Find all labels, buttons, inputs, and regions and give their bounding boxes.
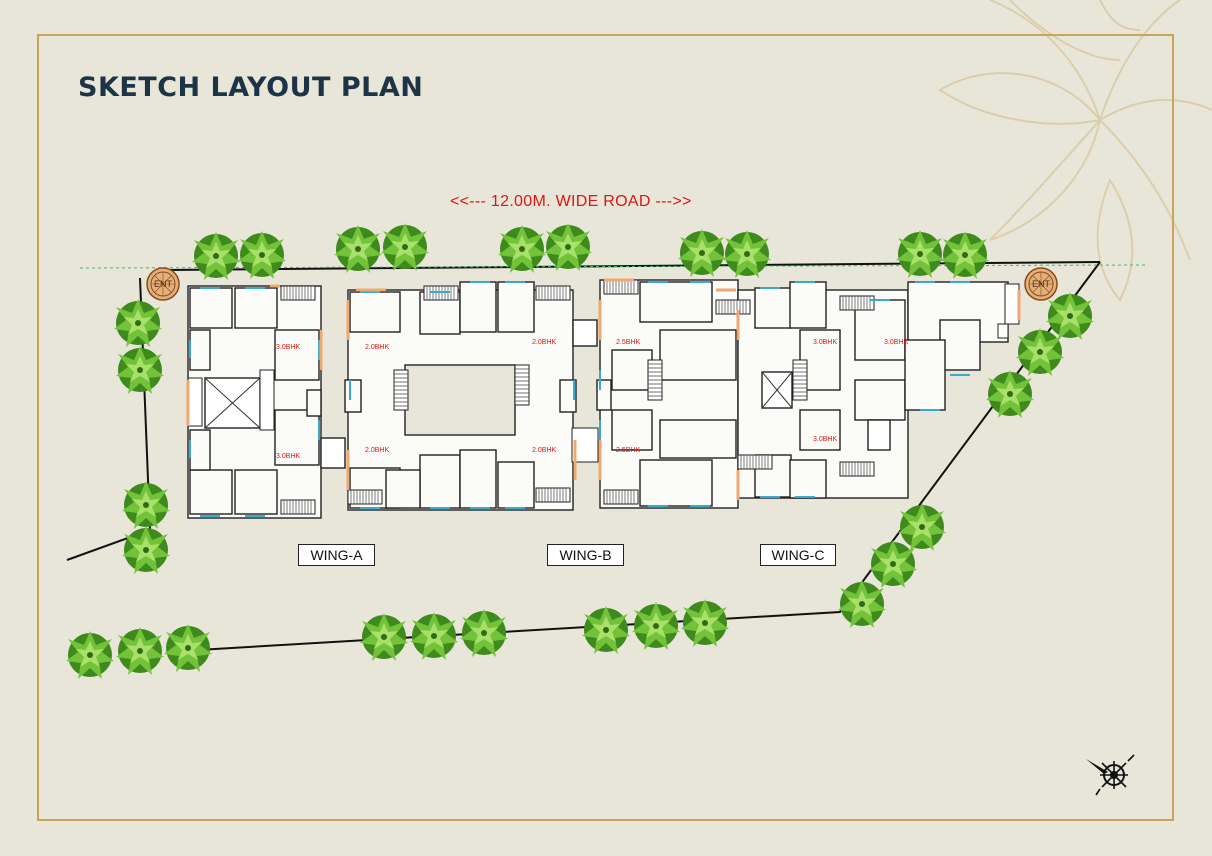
tree-icon (678, 229, 726, 277)
tree-icon (192, 232, 240, 280)
unit-label: 3.0BHK (276, 344, 300, 351)
tree-icon (681, 599, 729, 647)
wing-a-label: WING-A (298, 544, 375, 566)
tree-icon (334, 225, 382, 273)
tree-icon (838, 580, 886, 628)
tree-icon (582, 606, 630, 654)
tree-icon (122, 481, 170, 529)
wing-c-label: WING-C (760, 544, 836, 566)
wing-b-building (344, 281, 598, 511)
tree-icon (116, 627, 164, 675)
unit-label: 2.0BHK (532, 447, 556, 454)
tree-icon (896, 230, 944, 278)
entrance-label: ENT (1032, 279, 1051, 289)
unit-label: 3.0BHK (813, 436, 837, 443)
tree-icon (238, 231, 286, 279)
tree-icon (114, 299, 162, 347)
wing-a-building (187, 285, 346, 519)
unit-label: 2.0BHK (365, 447, 389, 454)
tree-icon (941, 231, 989, 279)
unit-label: 3.0BHK (884, 339, 908, 346)
unit-label: 3.0BHK (813, 339, 837, 346)
tree-icon (986, 370, 1034, 418)
unit-label: 2.0BHK (365, 344, 389, 351)
tree-icon (381, 223, 429, 271)
tree-icon (544, 223, 592, 271)
page-title: SKETCH LAYOUT PLAN (78, 72, 424, 103)
unit-label: 3.0BHK (276, 453, 300, 460)
unit-label: 2.0BHK (532, 339, 556, 346)
tree-icon (1016, 328, 1064, 376)
tree-icon (116, 346, 164, 394)
tree-icon (360, 613, 408, 661)
tree-icon (898, 503, 946, 551)
page-frame (37, 34, 1174, 821)
tree-icon (66, 631, 114, 679)
tree-icon (632, 602, 680, 650)
entrance-label: ENT (154, 279, 173, 289)
window-markers (189, 281, 970, 517)
entrance-marker-icon: ENT (146, 267, 180, 301)
wing-b-label: WING-B (547, 544, 624, 566)
tree-icon (1046, 292, 1094, 340)
entrance-marker-icon: ENT (1024, 267, 1058, 301)
unit-label: 2.5BHK (616, 447, 640, 454)
unit-label: 2.5BHK (616, 339, 640, 346)
tree-icon (498, 225, 546, 273)
tree-icon (410, 612, 458, 660)
tree-icon (869, 540, 917, 588)
tree-icon (460, 609, 508, 657)
tree-icon (723, 230, 771, 278)
compass-rose-icon (1086, 754, 1135, 796)
tree-icon (122, 526, 170, 574)
road-label: <<--- 12.00M. WIDE ROAD --->> (450, 193, 692, 210)
tree-icon (164, 624, 212, 672)
